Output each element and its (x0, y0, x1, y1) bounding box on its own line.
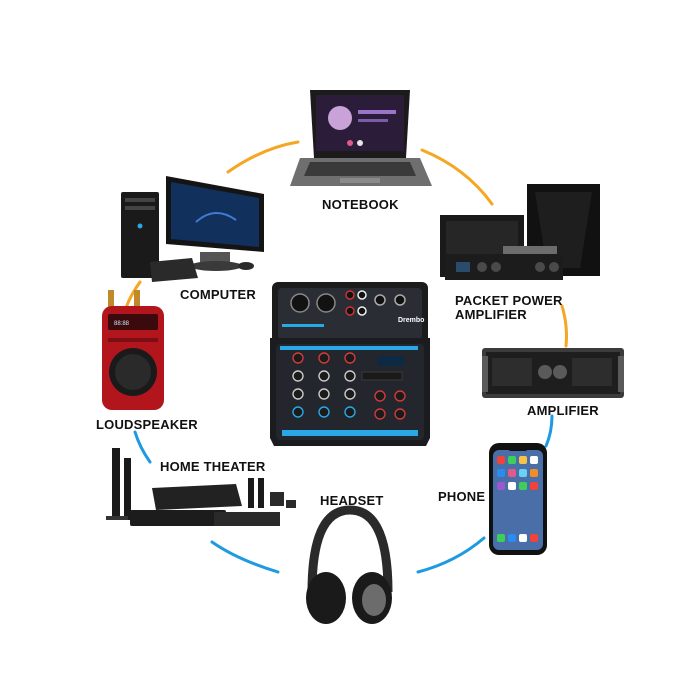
packet-power-amplifier-label-line1: PACKET POWER (455, 293, 563, 308)
connection-arcs (124, 140, 568, 574)
arc-amplifier-phone (544, 414, 554, 448)
arc-headset-phone (416, 536, 486, 574)
svg-text:88:88: 88:88 (114, 321, 130, 327)
arc-loudspeaker-hometheater (133, 430, 152, 464)
phone-device (489, 443, 547, 555)
computer-label: COMPUTER (180, 287, 256, 302)
arc-packet-amp-amplifier (560, 304, 568, 348)
amplifier-label: AMPLIFIER (527, 403, 599, 418)
loudspeaker-device: 88:88 (102, 290, 164, 410)
mixer-knobs (292, 352, 406, 420)
mixer-brand: Drembo (398, 317, 424, 324)
phone-label: PHONE (438, 489, 485, 504)
loudspeaker-label: LOUDSPEAKER (96, 417, 198, 432)
packet-power-amplifier-label-line2: AMPLIFIER (455, 307, 527, 322)
app-icons (497, 456, 538, 542)
computer-device (121, 176, 264, 282)
notebook-label: NOTEBOOK (322, 197, 399, 212)
arc-notebook-packet-amp (420, 148, 494, 206)
arc-computer-loudspeaker (124, 280, 142, 310)
home-theater-label: HOME THEATER (160, 459, 266, 474)
arc-hometheater-headset (210, 540, 280, 574)
headset-label: HEADSET (320, 493, 384, 508)
amplifier-device (482, 348, 624, 398)
home-theater-device (106, 448, 296, 526)
notebook-device (290, 90, 432, 186)
packet-power-amplifier-device (440, 184, 600, 280)
arc-computer-notebook (226, 140, 300, 174)
audio-mixer: Drembo (270, 282, 430, 446)
headset-device (306, 505, 393, 624)
